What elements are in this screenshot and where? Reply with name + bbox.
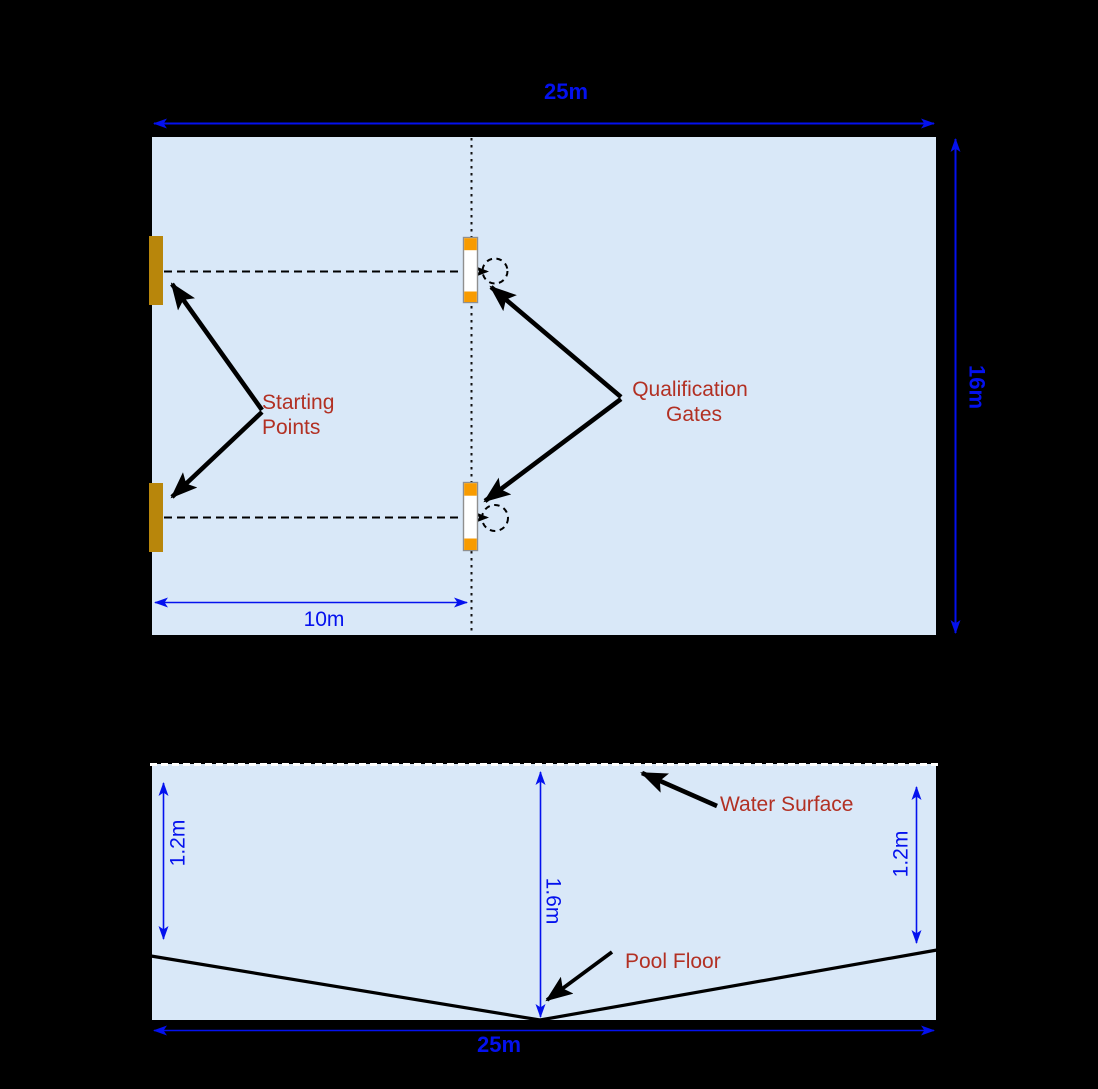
pool-floor-arrow xyxy=(545,950,614,1002)
gate-post-bottom xyxy=(462,481,479,552)
starting-points-label-line1: Starting xyxy=(262,391,334,414)
qualification-gate-top xyxy=(462,236,479,304)
qualification-gates-label-line2: Gates xyxy=(666,403,722,426)
gate-cap-bottom-lower xyxy=(464,538,477,550)
gate-cap-top-upper xyxy=(464,238,477,251)
gate-cap-bottom-upper xyxy=(464,483,477,496)
water-surface-label: Water Surface xyxy=(720,793,853,816)
gate-cap-top-lower xyxy=(464,291,477,302)
qualification-gates-arrow-bottom xyxy=(483,397,623,503)
starting-point-bottom-bar xyxy=(149,483,163,552)
pool-side-view: 1.2m 1.6m 1.2m Water Surface Pool Floor … xyxy=(149,763,939,1057)
starting-points-arrow-top xyxy=(170,282,264,412)
top-height-dimension-label: 16m xyxy=(965,365,990,409)
starting-points-label-line2: Points xyxy=(262,416,320,439)
gate-post-top xyxy=(462,236,479,304)
pool-floor-label: Pool Floor xyxy=(625,950,721,973)
qualification-gates-label-line1: Qualification xyxy=(632,378,748,401)
depth-left-dimension-label: 1.2m xyxy=(167,820,190,867)
gate-turn-circle-top xyxy=(481,257,509,285)
starting-point-top-bar xyxy=(149,236,163,305)
depth-center-dimension-label: 1.6m xyxy=(542,878,565,925)
pool-floor-right-slope xyxy=(538,948,939,1022)
side-width-dimension-label: 25m xyxy=(477,1032,521,1057)
top-width-dimension-label: 25m xyxy=(544,79,588,104)
top-view-pool-outline xyxy=(150,135,938,637)
gate-turn-circle-bottom xyxy=(481,504,509,532)
starting-points-arrow-bottom xyxy=(170,410,264,499)
depth-right-dimension-label: 1.2m xyxy=(890,831,913,878)
qualification-gates-arrow-top xyxy=(489,285,623,399)
gate-distance-dimension-label: 10m xyxy=(304,608,345,631)
pool-floor-left-slope xyxy=(149,954,542,1022)
pool-top-view: 25m 16m 10m xyxy=(149,79,990,637)
water-surface-arrow xyxy=(640,770,718,809)
qualification-gate-bottom xyxy=(462,481,479,552)
